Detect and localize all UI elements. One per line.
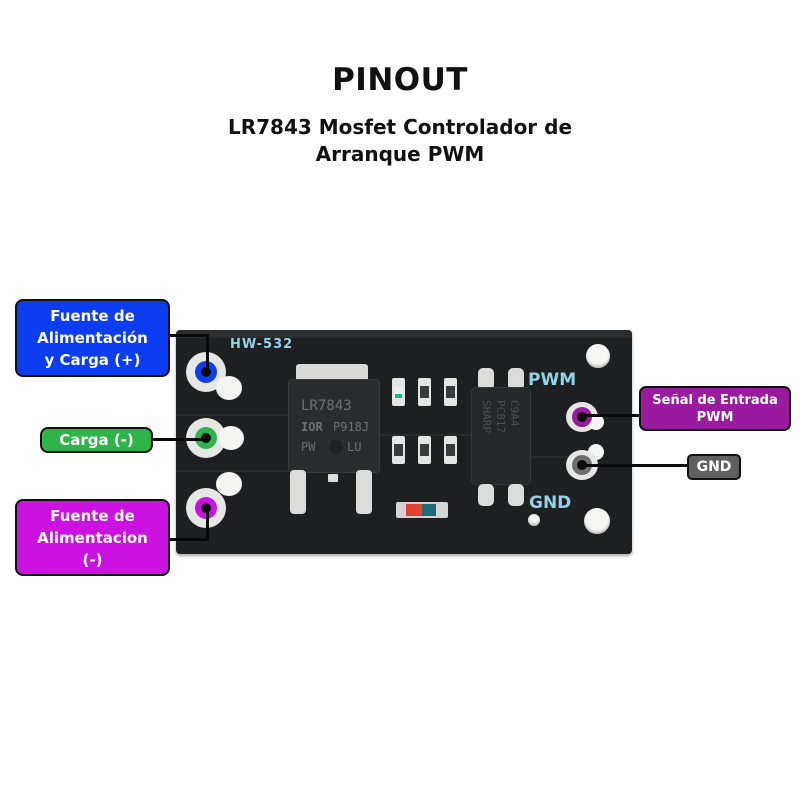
board-model-label: HW-532: [230, 337, 294, 352]
label-line: GND: [696, 459, 732, 475]
pcb-trace: [176, 414, 294, 416]
opto-leg: [478, 368, 494, 390]
silk-pwm-label: PWM: [528, 370, 577, 390]
signal-pad-small: [588, 414, 604, 430]
pcb-board: HW-532 PWM GND LR7843 IOR P918J PW LU C9…: [176, 330, 632, 554]
subtitle-line-2: Arranque PWM: [315, 142, 485, 166]
pin-label-gnd: GND: [687, 454, 741, 480]
smd-resistor: [418, 436, 431, 464]
mosfet-brand: IOR: [301, 420, 323, 434]
silk-gnd-label: GND: [529, 493, 572, 513]
mosfet-leg-center: [328, 474, 338, 482]
smd-resistor: [418, 378, 431, 406]
mosfet-line3-left: PW: [301, 440, 316, 454]
terminal-pad-small: [218, 426, 244, 450]
mosfet-chip: LR7843 IOR P918J PW LU: [289, 380, 379, 472]
mosfet-leg: [290, 470, 306, 514]
smd-diode: [396, 502, 448, 518]
mosfet-dot: [329, 440, 343, 454]
label-line: Alimentación: [37, 329, 148, 347]
pin-label-pwm-input: Señal de Entrada PWM: [639, 386, 791, 431]
opto-leg: [478, 484, 494, 506]
mosfet-leg: [356, 470, 372, 514]
leader-line-magenta-vertical: [206, 505, 209, 541]
leader-line-blue: [168, 334, 208, 337]
label-line: (-): [82, 550, 103, 569]
smd-resistor: [444, 378, 457, 406]
leader-line-blue-vertical: [206, 334, 209, 372]
mounting-hole: [586, 344, 610, 368]
leader-line-green: [152, 438, 208, 441]
mosfet-code: P918J: [333, 420, 370, 434]
mosfet-line3-right: LU: [347, 440, 362, 454]
pin-hole: [577, 412, 587, 422]
opto-line-1: C9A4: [508, 400, 521, 427]
label-line: PWM: [696, 409, 734, 425]
page-title: PINOUT: [332, 62, 468, 98]
opto-leg: [508, 484, 524, 506]
terminal-pad-small: [216, 472, 242, 496]
pcb-trace: [176, 470, 294, 472]
smd-resistor: [444, 436, 457, 464]
optocoupler-chip: C9A4 PC817 SHARP: [472, 388, 530, 484]
label-line: Señal de Entrada: [652, 392, 778, 408]
leader-line-purple: [586, 414, 641, 417]
terminal-pad-small: [216, 376, 242, 400]
smd-resistor: [392, 436, 405, 464]
page-subtitle: LR7843 Mosfet Controlador de Arranque PW…: [0, 114, 800, 168]
label-line: Fuente de: [50, 506, 135, 525]
opto-line-3: SHARP: [480, 400, 493, 434]
label-line: Carga (-): [59, 431, 134, 449]
pin-hole: [577, 460, 587, 470]
status-led: [392, 378, 405, 406]
pin-label-power-load-positive: Fuente de Alimentación y Carga (+): [15, 299, 170, 377]
board-edge: [176, 330, 632, 338]
opto-leg: [508, 368, 524, 390]
via-pad: [528, 514, 540, 526]
subtitle-line-1: LR7843 Mosfet Controlador de: [227, 115, 573, 139]
mounting-hole: [584, 508, 610, 534]
label-line: y Carga (+): [44, 351, 141, 369]
pin-label-power-negative: Fuente de Alimentacion (-): [15, 499, 170, 576]
label-line: Fuente de: [50, 307, 135, 325]
opto-line-2: PC817: [494, 400, 507, 434]
pcb-trace: [530, 456, 576, 458]
leader-line-gray: [586, 464, 689, 467]
leader-line-magenta: [168, 538, 209, 541]
pin-label-load-negative: Carga (-): [40, 427, 153, 453]
label-line: Alimentacion: [37, 528, 148, 547]
mosfet-heat-tab: [296, 364, 368, 384]
pcb-trace: [380, 434, 472, 436]
pin-hole: [201, 367, 211, 377]
mosfet-part-number: LR7843: [301, 398, 352, 414]
